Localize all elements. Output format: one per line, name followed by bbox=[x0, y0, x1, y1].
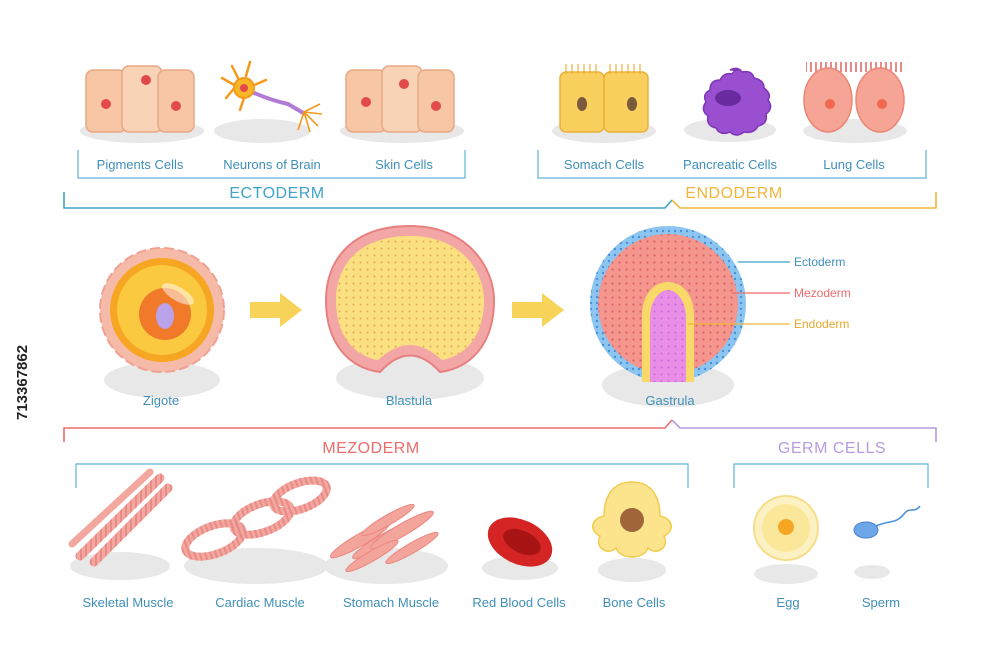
skin-cells-illustration bbox=[340, 65, 464, 143]
pigments-cells-label: Pigments Cells bbox=[96, 157, 184, 172]
ectoderm-heading: ECTODERM bbox=[229, 185, 325, 202]
red-blood-cell-illustration bbox=[482, 517, 558, 580]
mezoderm-heading: MEZODERM bbox=[322, 440, 420, 457]
sperm-label: Sperm bbox=[861, 595, 901, 610]
mezoderm-bracket bbox=[63, 419, 937, 442]
blastula-label: Blastula bbox=[385, 393, 433, 408]
arrow-right-icon bbox=[512, 293, 564, 327]
top-right-bracket bbox=[537, 150, 927, 179]
zygote-illustration bbox=[99, 247, 225, 398]
cardiac-muscle-label: Cardiac Muscle bbox=[215, 595, 305, 610]
stomach-muscle-label: Stomach Muscle bbox=[342, 595, 440, 610]
zygote-label: Zigote bbox=[142, 393, 180, 408]
ectoderm-layer-label: Ectoderm bbox=[794, 255, 846, 269]
arrow-right-icon bbox=[250, 293, 302, 327]
skeletal-muscle-label: Skeletal Muscle bbox=[82, 595, 174, 610]
red-blood-cells-label: Red Blood Cells bbox=[472, 595, 566, 610]
bone-cell-illustration bbox=[592, 481, 672, 582]
bone-cells-label: Bone Cells bbox=[602, 595, 666, 610]
lung-cells-illustration bbox=[803, 62, 907, 143]
stock-image-id: 713367862 bbox=[14, 344, 31, 420]
pancreatic-cell-illustration bbox=[684, 67, 776, 142]
gastrula-layer-pointers bbox=[688, 261, 790, 325]
gastrula-illustration bbox=[590, 226, 746, 407]
skin-cells-label: Skin Cells bbox=[375, 157, 433, 172]
germ-cells-heading: GERM CELLS bbox=[777, 440, 887, 457]
endoderm-heading: ENDODERM bbox=[685, 185, 783, 202]
neurons-of-brain-label: Neurons of Brain bbox=[223, 157, 321, 172]
lung-cells-label: Lung Cells bbox=[823, 157, 885, 172]
pigments-cells-illustration bbox=[80, 65, 204, 143]
endoderm-layer-label: Endoderm bbox=[794, 317, 850, 331]
top-left-bracket bbox=[77, 150, 466, 179]
egg-cell-illustration bbox=[753, 495, 819, 584]
pancreatic-cells-label: Pancreatic Cells bbox=[683, 157, 777, 172]
stomach-cells-label: Somach Cells bbox=[563, 157, 645, 172]
sperm-cell-illustration bbox=[853, 505, 921, 579]
mezoderm-layer-label: Mezoderm bbox=[794, 286, 851, 300]
bottom-left-bracket bbox=[75, 463, 689, 488]
gastrula-label: Gastrula bbox=[645, 393, 695, 408]
cardiac-muscle-illustration bbox=[181, 476, 331, 584]
blastula-illustration bbox=[324, 224, 496, 400]
ectoderm-bracket bbox=[63, 192, 937, 209]
bottom-right-bracket bbox=[733, 463, 929, 488]
egg-label: Egg bbox=[776, 595, 800, 610]
stomach-cells-illustration bbox=[552, 64, 656, 143]
stomach-muscle-illustration bbox=[324, 503, 448, 584]
skeletal-muscle-illustration bbox=[68, 468, 173, 580]
neuron-illustration bbox=[214, 60, 323, 143]
